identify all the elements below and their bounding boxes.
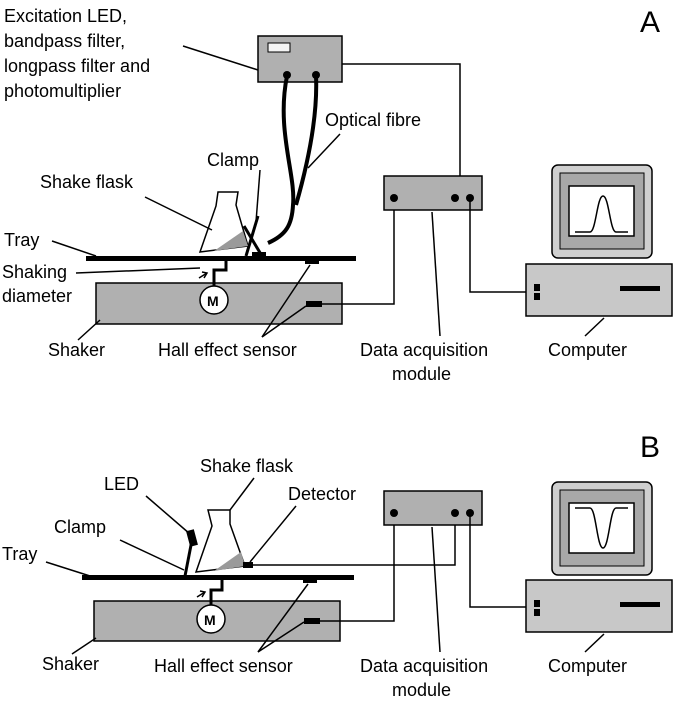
tray-label: Tray — [4, 230, 39, 250]
hall-sensor-label: Hall effect sensor — [158, 340, 297, 360]
computer-label: Computer — [548, 340, 627, 360]
hall-leader-2 — [261, 305, 307, 338]
tray-leader-b — [45, 561, 91, 577]
led-leader — [145, 495, 191, 535]
shake-flask-leader-b — [229, 477, 255, 511]
daq-port-2 — [451, 194, 459, 202]
tray-label-b: Tray — [2, 544, 37, 564]
daq-module-b — [383, 490, 483, 526]
daq-port-1 — [390, 194, 398, 202]
hall-sensor-label-b: Hall effect sensor — [154, 656, 293, 676]
flask-liquid — [214, 231, 248, 251]
led — [186, 529, 198, 547]
signal-dip-trace — [575, 507, 628, 549]
excitation-indicator — [267, 42, 291, 53]
tray — [86, 256, 356, 261]
daq-port-b-1 — [390, 509, 398, 517]
shaker-leader — [77, 319, 101, 341]
daq-to-computer-wire — [469, 198, 534, 293]
hall-sensor-shaker-b — [304, 618, 320, 624]
detector-leader — [249, 505, 297, 563]
excitation-leader — [182, 45, 259, 71]
daq-module — [383, 175, 483, 211]
panel-b: B Shake flask LED Detector Clamp Tray Sh… — [2, 431, 673, 700]
computer-port-b-2 — [534, 609, 540, 616]
detector-label: Detector — [288, 484, 356, 504]
optical-fibre-2 — [294, 75, 319, 206]
clamp-foot — [252, 252, 266, 257]
hall-magnet-tray — [305, 259, 319, 264]
optical-fibre-leader — [307, 133, 341, 169]
shaker-to-daq-wire — [322, 198, 395, 305]
panel-letter-a: A — [640, 6, 660, 39]
shaker-leader-b — [71, 637, 97, 655]
signal-peak-trace — [575, 195, 628, 233]
panel-a: A Excitation LED, bandpass filter, longp… — [2, 6, 673, 384]
daq-label-1: Data acquisition — [360, 340, 488, 360]
daq-port-b-2 — [451, 509, 459, 517]
optical-fibre-label: Optical fibre — [325, 110, 421, 130]
clamp-leader-b — [119, 539, 185, 571]
shaker-to-daq-wire-b — [320, 513, 395, 622]
hall-leader-b-2 — [257, 621, 305, 653]
excitation-label-4: photomultiplier — [4, 81, 121, 101]
daq-leader-b — [431, 526, 441, 653]
computer-leader — [584, 317, 605, 337]
computer-port-2 — [534, 293, 540, 300]
computer-drive-slot — [620, 286, 660, 291]
hall-magnet-tray-b — [303, 578, 317, 583]
computer-port-1 — [534, 284, 540, 291]
daq-to-computer-wire-b — [469, 513, 534, 608]
optical-fibre-1 — [267, 75, 296, 245]
hall-sensor-shaker — [306, 301, 322, 307]
detector-to-daq-wire — [253, 513, 456, 566]
computer-label-b: Computer — [548, 656, 627, 676]
daq-label-b-2: module — [392, 680, 451, 700]
hall-leader-1 — [261, 264, 311, 338]
clamp-arm — [242, 225, 264, 257]
clamp-label-b: Clamp — [54, 517, 106, 537]
daq-leader — [431, 211, 441, 337]
excitation-label-3: longpass filter and — [4, 56, 150, 76]
shaker-label: Shaker — [48, 340, 105, 360]
motor-label: M — [207, 293, 219, 309]
shaking-arrowhead-b — [199, 590, 207, 598]
shaking-arrowhead — [201, 271, 209, 279]
led-label: LED — [104, 474, 139, 494]
flask-liquid-b — [214, 552, 245, 571]
tray-b — [82, 575, 354, 580]
excitation-label-2: bandpass filter, — [4, 31, 125, 51]
motor-label-b: M — [204, 612, 216, 628]
clamp-leader — [255, 169, 261, 223]
excitation-to-daq-wire — [342, 63, 461, 198]
shaking-diameter-label-2: diameter — [2, 286, 72, 306]
eccentric-shaft — [212, 260, 228, 286]
panel-letter-b: B — [640, 431, 660, 464]
computer-drive-slot-b — [620, 602, 660, 607]
tray-leader — [51, 240, 97, 257]
detector — [243, 562, 253, 568]
shake-flask-leader — [144, 196, 213, 231]
daq-label-b-1: Data acquisition — [360, 656, 488, 676]
shake-flask-label: Shake flask — [40, 172, 134, 192]
shaking-diameter-label-1: Shaking — [2, 262, 67, 282]
led-clamp — [183, 539, 194, 577]
clamp-label: Clamp — [207, 150, 259, 170]
excitation-label-1: Excitation LED, — [4, 6, 127, 26]
daq-label-2: module — [392, 364, 451, 384]
monitor-screen — [568, 185, 635, 237]
monitor-screen-b — [568, 502, 635, 554]
eccentric-shaft-b — [209, 580, 224, 605]
hall-leader-b-1 — [257, 583, 309, 653]
shaker-label-b: Shaker — [42, 654, 99, 674]
shake-flask-label-b: Shake flask — [200, 456, 294, 476]
shaking-diameter-leader — [75, 267, 201, 274]
computer-port-b-1 — [534, 600, 540, 607]
computer-leader-b — [584, 633, 605, 653]
clamp — [244, 215, 260, 257]
